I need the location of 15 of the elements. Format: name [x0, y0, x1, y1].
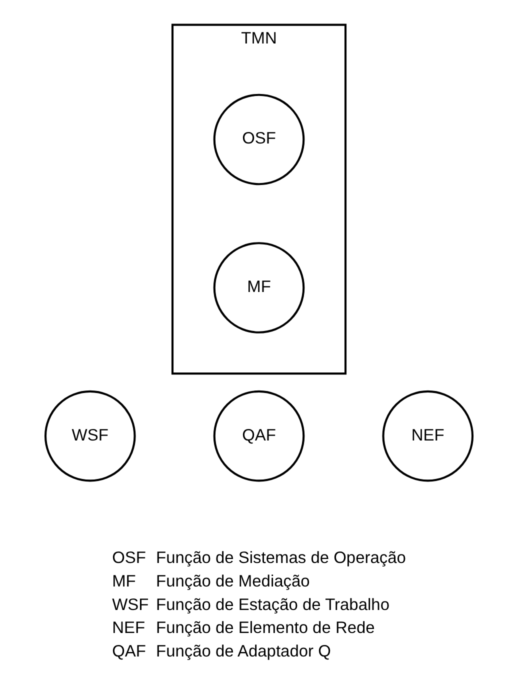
label: Função de Sistemas de Operação: [156, 549, 406, 568]
label: MF: [112, 572, 136, 591]
node-circle: QAF: [212, 390, 304, 482]
node-circle: OSF: [212, 94, 304, 186]
node-circle: NEF: [382, 390, 474, 482]
label: Função de Adaptador Q: [156, 642, 330, 661]
label: WSF: [112, 596, 148, 614]
node-circle: MF: [212, 242, 304, 334]
node-circle: WSF: [44, 390, 136, 482]
label: Função de Estação de Trabalho: [156, 596, 389, 614]
label: NEF: [112, 619, 145, 638]
label: Função de Mediação: [156, 572, 310, 591]
label: QAF: [112, 642, 146, 661]
label: OSF: [112, 549, 146, 568]
label: Função de Elemento de Rede: [156, 619, 374, 638]
